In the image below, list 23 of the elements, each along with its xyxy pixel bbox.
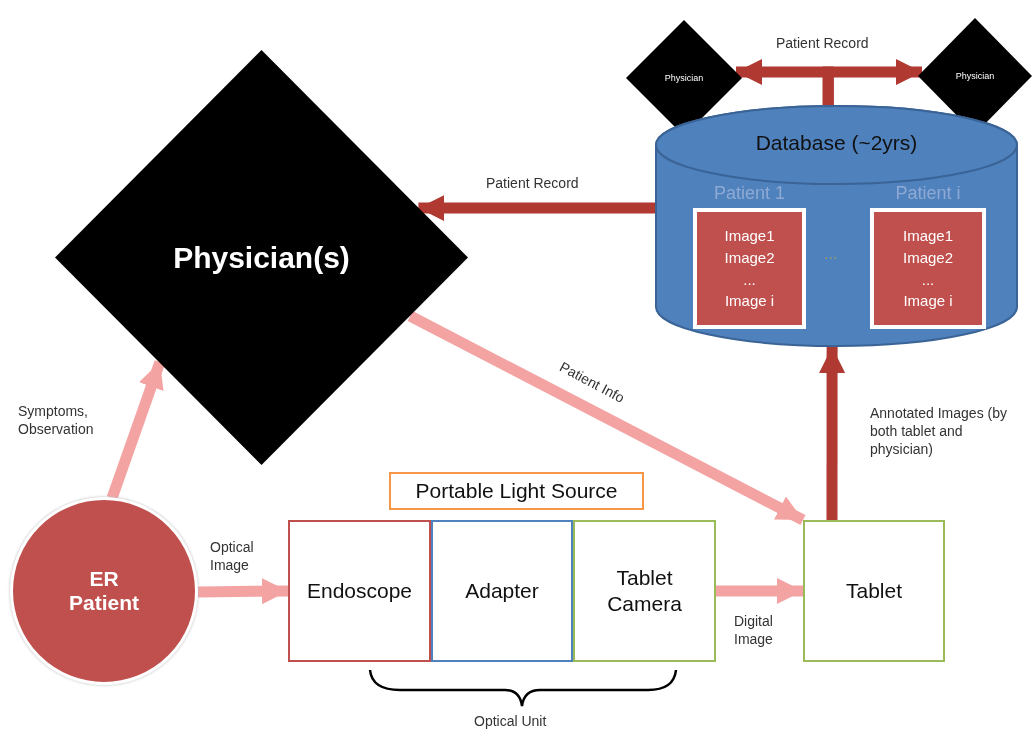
brace-label: Optical Unit bbox=[474, 712, 547, 731]
arrow bbox=[716, 578, 803, 604]
arrow bbox=[822, 59, 922, 105]
process-box: Tablet bbox=[803, 520, 945, 662]
image-list-box: Image1 Image2 ... Image i bbox=[693, 208, 806, 329]
diamond-label: Physician bbox=[955, 71, 995, 81]
image-list-box: Image1 Image2 ... Image i bbox=[870, 208, 986, 329]
patient-circle: ER Patient bbox=[10, 497, 198, 685]
column-heading: Patient i bbox=[894, 183, 962, 204]
arrow bbox=[819, 347, 846, 520]
process-box: Adapter bbox=[431, 520, 573, 662]
arrow bbox=[106, 360, 166, 500]
column-heading: Patient 1 bbox=[712, 183, 787, 204]
diamond-label: Physician(s) bbox=[173, 240, 350, 275]
process-box: Portable Light Source bbox=[389, 472, 644, 510]
process-box: Tablet Camera bbox=[573, 520, 716, 662]
arrow bbox=[418, 195, 655, 222]
process-box: Endoscope bbox=[288, 520, 431, 662]
database-title: Database (~2yrs) bbox=[754, 131, 919, 155]
ellipsis-mark: ... bbox=[824, 244, 838, 264]
diamond-label: Physician bbox=[664, 73, 704, 83]
arrow bbox=[407, 311, 806, 525]
arrow bbox=[197, 578, 289, 605]
